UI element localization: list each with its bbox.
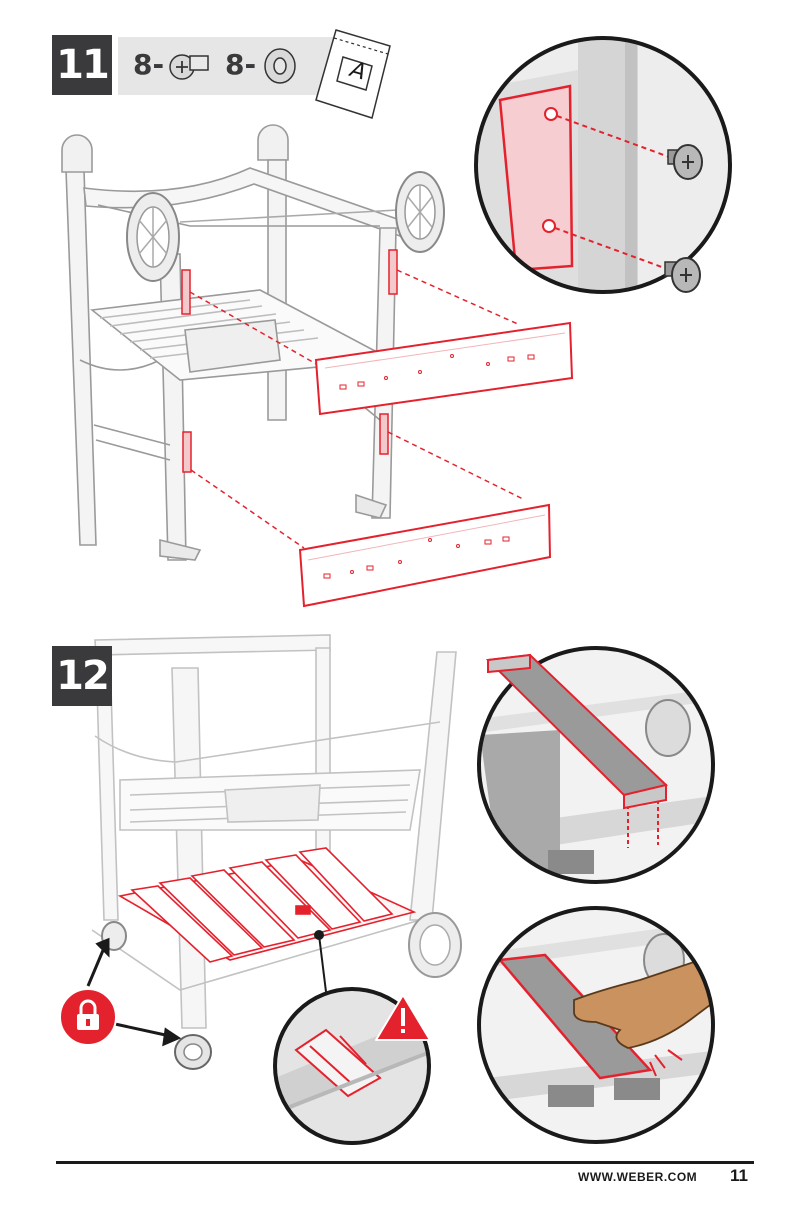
footer-rule [56,1161,754,1164]
step-12-badge: 12 [52,646,112,706]
washer-icon [265,49,295,83]
step-12-shelf-slats [120,848,414,962]
step-11-lower-panel [300,505,550,606]
step-12-slat-zoom [470,640,730,900]
step-11-cart-frame [62,125,400,560]
step-12-press-zoom [470,900,760,1160]
page-number: 11 [730,1166,748,1186]
step-12-wheel-right [409,913,461,977]
footer-url[interactable]: WWW.WEBER.COM [578,1170,697,1184]
step-11-wheel-left [127,193,179,281]
lock-icon [60,989,116,1045]
bolt-icon [170,55,208,79]
step-12-pointer-line [314,930,327,1000]
step-11-detail-zoom [470,30,740,310]
step-11-wheel-right [396,172,444,252]
detail-bolt-bottom-icon [665,258,700,292]
step-12-cart-frame [92,635,456,1028]
step-12-caster-front [175,1035,211,1069]
step-11-upper-panel [316,323,572,414]
